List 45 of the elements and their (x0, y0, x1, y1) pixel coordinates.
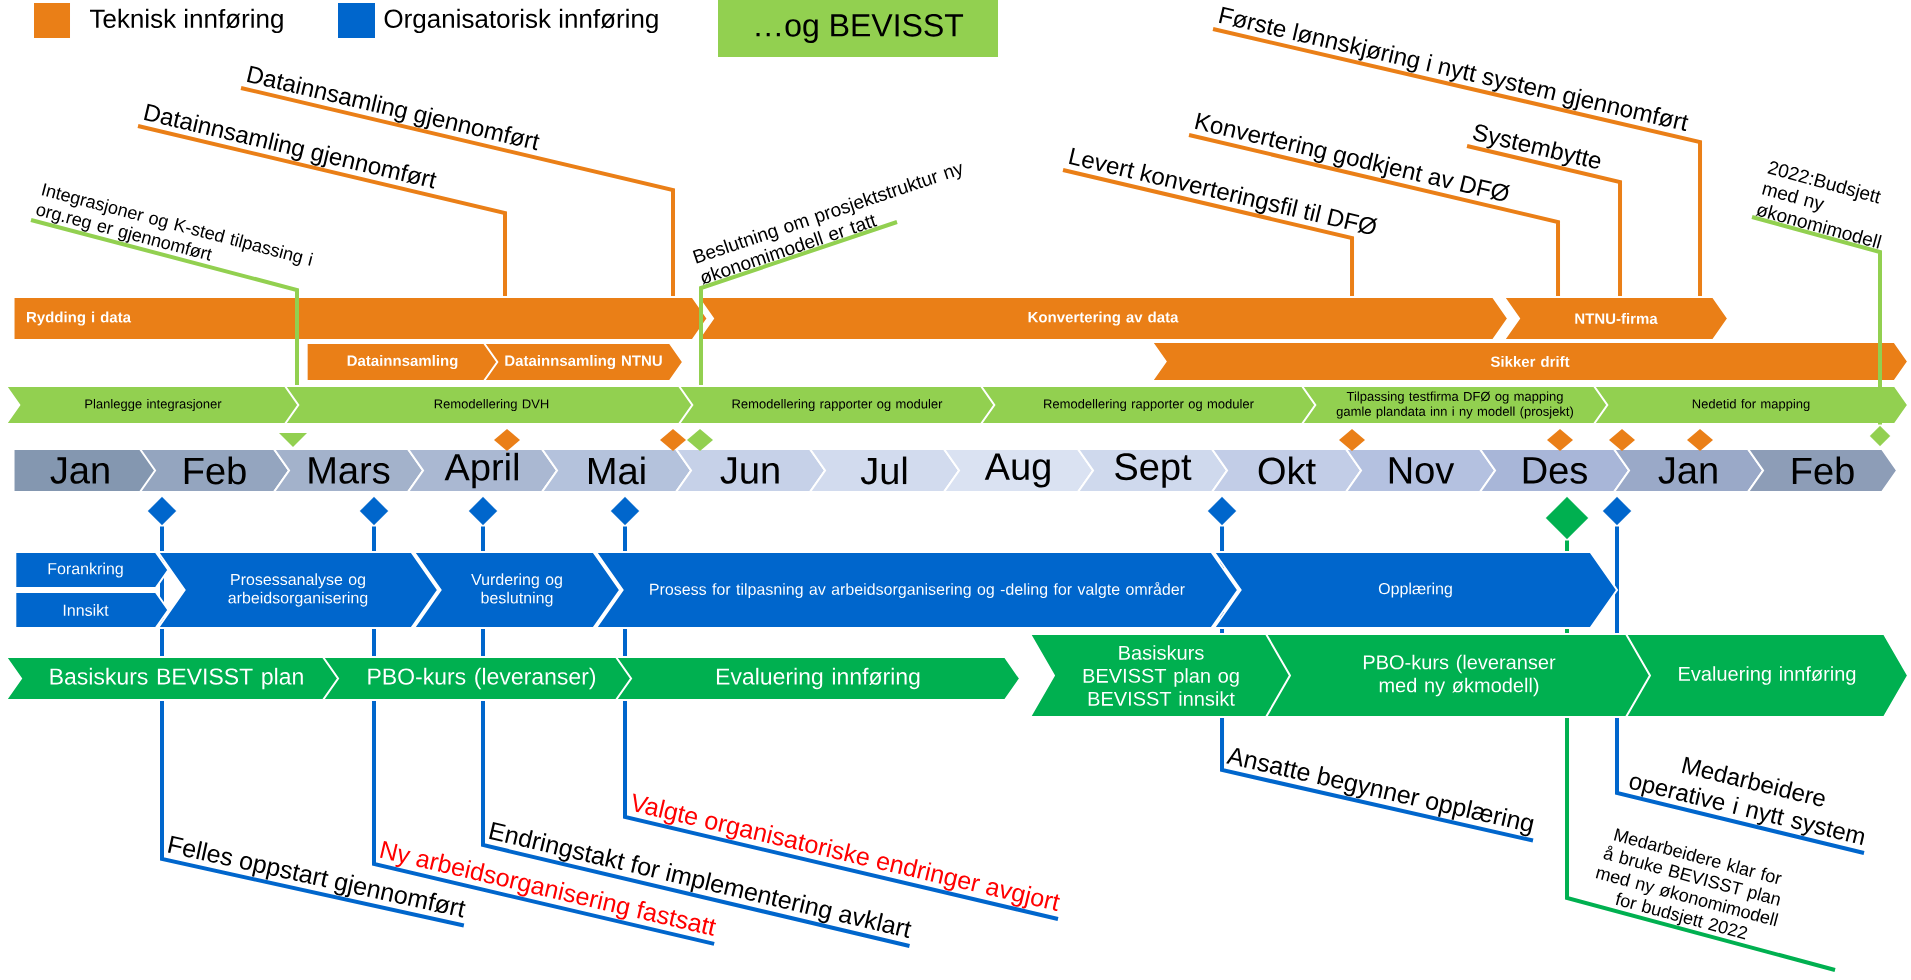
course-bar: Basiskurs BEVISST plan og BEVISST innsikt (1028, 633, 1294, 718)
task-bar: Prosess for tilpasning av arbeidsorganisering og -deling for valgte områder (594, 551, 1240, 629)
task-bar: Opplæring (1212, 551, 1619, 629)
leader-line (240, 86, 675, 296)
task-bar: Prosessanalyse og arbeidsorganisering (156, 551, 440, 629)
milestone-label: Ansatte begynner opplæring (1226, 747, 1534, 837)
task-bar: Rydding i data (12, 296, 709, 341)
course-bar: Basiskurs BEVISST plan (4, 656, 349, 701)
task-bar: Remodellering rapporter og moduler (979, 385, 1318, 425)
leader-line (30, 218, 299, 385)
leader-line (1466, 144, 1622, 296)
task-bar: Remodellering rapporter og moduler (677, 385, 997, 425)
leader-line (1212, 27, 1702, 296)
task-bar: Konvertering av data (696, 296, 1510, 341)
course-bar: Evaluering innføring (614, 656, 1022, 701)
node-label: Nedetid for mapping (1692, 398, 1810, 412)
node-label: Evaluering innføring (1679, 666, 1856, 685)
milestone-diamond (358, 495, 390, 527)
legend-label: …og BEVISST (756, 14, 964, 43)
milestone-diamond (467, 495, 499, 527)
month-segment: Feb (1746, 448, 1899, 493)
milestone-diamond (609, 495, 641, 527)
milestone-diamond (1868, 424, 1892, 448)
task-bar: Planlegge integrasjoner (4, 385, 302, 425)
course-bar: PBO-kurs (leveranser med ny økmodell) (1264, 633, 1654, 718)
task-bar: Tilpassing testfirma DFØ og mapping gamle plandata inn i ny modell (prosjekt) (1300, 385, 1610, 425)
task-bar: Innsikt (14, 591, 170, 629)
course-bar: Evaluering innføring (1624, 633, 1910, 718)
task-bar: NTNU-firma (1502, 296, 1730, 341)
milestone-diamond (1601, 495, 1633, 527)
milestone-diamond (1544, 495, 1590, 541)
task-bar: Forankring (14, 551, 170, 589)
leader-line (699, 220, 898, 385)
leader-line (1062, 168, 1354, 296)
leader-line (1188, 133, 1560, 296)
milestone-diamond (1206, 495, 1238, 527)
leader-line (1751, 215, 1882, 425)
task-bar: Datainnsamling NTNU (482, 342, 685, 382)
milestone-diamond (146, 495, 178, 527)
task-bar: Remodellering DVH (283, 385, 700, 425)
legend-label: Organisatorisk innføring (384, 8, 658, 34)
legend-label: Teknisk innføring (90, 8, 283, 34)
leader-line (137, 124, 507, 296)
task-bar: Sikker drift (1150, 341, 1910, 382)
course-bar: PBO-kurs (leveranser) (321, 656, 642, 701)
